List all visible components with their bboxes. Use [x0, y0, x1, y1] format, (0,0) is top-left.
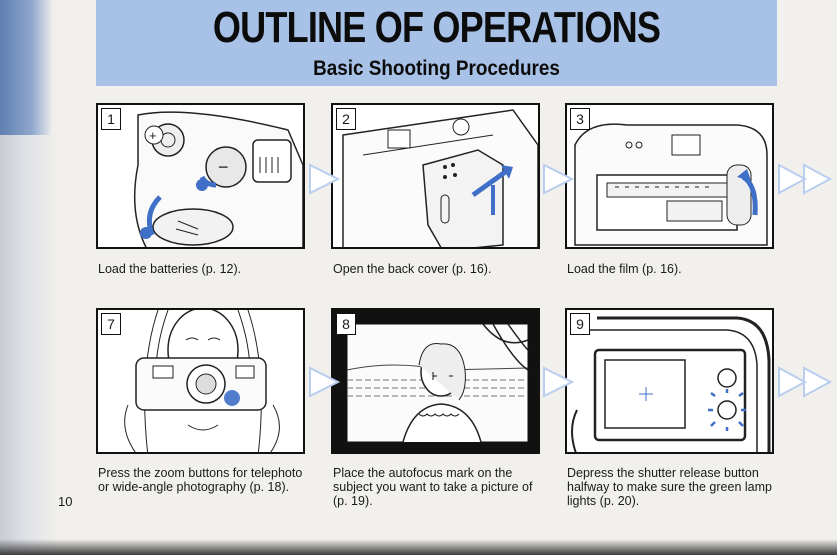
step-3-caption: Load the film (p. 16).	[567, 262, 772, 276]
binding-blue-edge	[0, 0, 52, 135]
step-number: 1	[101, 108, 121, 130]
step-8-caption: Place the autofocus mark on the subject …	[333, 466, 538, 508]
step-2-illustration: 2	[331, 103, 540, 249]
step-8-illustration: 8	[331, 308, 540, 454]
step-7-caption: Press the zoom buttons for telephoto or …	[98, 466, 303, 494]
page-subtitle: Basic Shooting Procedures	[130, 58, 743, 79]
step-3-illustration: 3	[565, 103, 774, 249]
step-1-illustration: 1 − +	[96, 103, 305, 249]
next-step-arrow-icon	[307, 366, 341, 398]
page-bottom-shadow	[0, 539, 837, 555]
step-number: 2	[336, 108, 356, 130]
continue-double-arrow-icon	[776, 366, 834, 398]
header-banner: OUTLINE OF OPERATIONS Basic Shooting Pro…	[96, 0, 777, 86]
viewfinder-scene-drawing	[333, 310, 540, 454]
open-back-cover-drawing	[333, 105, 540, 249]
step-2-caption: Open the back cover (p. 16).	[333, 262, 538, 276]
svg-text:−: −	[218, 157, 229, 177]
next-step-arrow-icon	[541, 163, 575, 195]
step-number: 7	[101, 313, 121, 335]
step-number: 9	[570, 313, 590, 335]
step-9-illustration: 9	[565, 308, 774, 454]
page-number: 10	[58, 494, 72, 509]
step-1-caption: Load the batteries (p. 12).	[98, 262, 303, 276]
step-number: 8	[336, 313, 356, 335]
next-step-arrow-icon	[307, 163, 341, 195]
battery-loading-drawing: − +	[98, 105, 305, 249]
step-7-illustration: 7	[96, 308, 305, 454]
next-step-arrow-icon	[541, 366, 575, 398]
load-film-drawing	[567, 105, 774, 249]
page-title: OUTLINE OF OPERATIONS	[157, 6, 715, 50]
step-number: 3	[570, 108, 590, 130]
svg-text:+: +	[149, 128, 157, 143]
step-9-caption: Depress the shutter release button halfw…	[567, 466, 772, 508]
continue-double-arrow-icon	[776, 163, 834, 195]
shutter-lamp-drawing	[567, 310, 774, 454]
zoom-buttons-drawing	[98, 310, 305, 454]
